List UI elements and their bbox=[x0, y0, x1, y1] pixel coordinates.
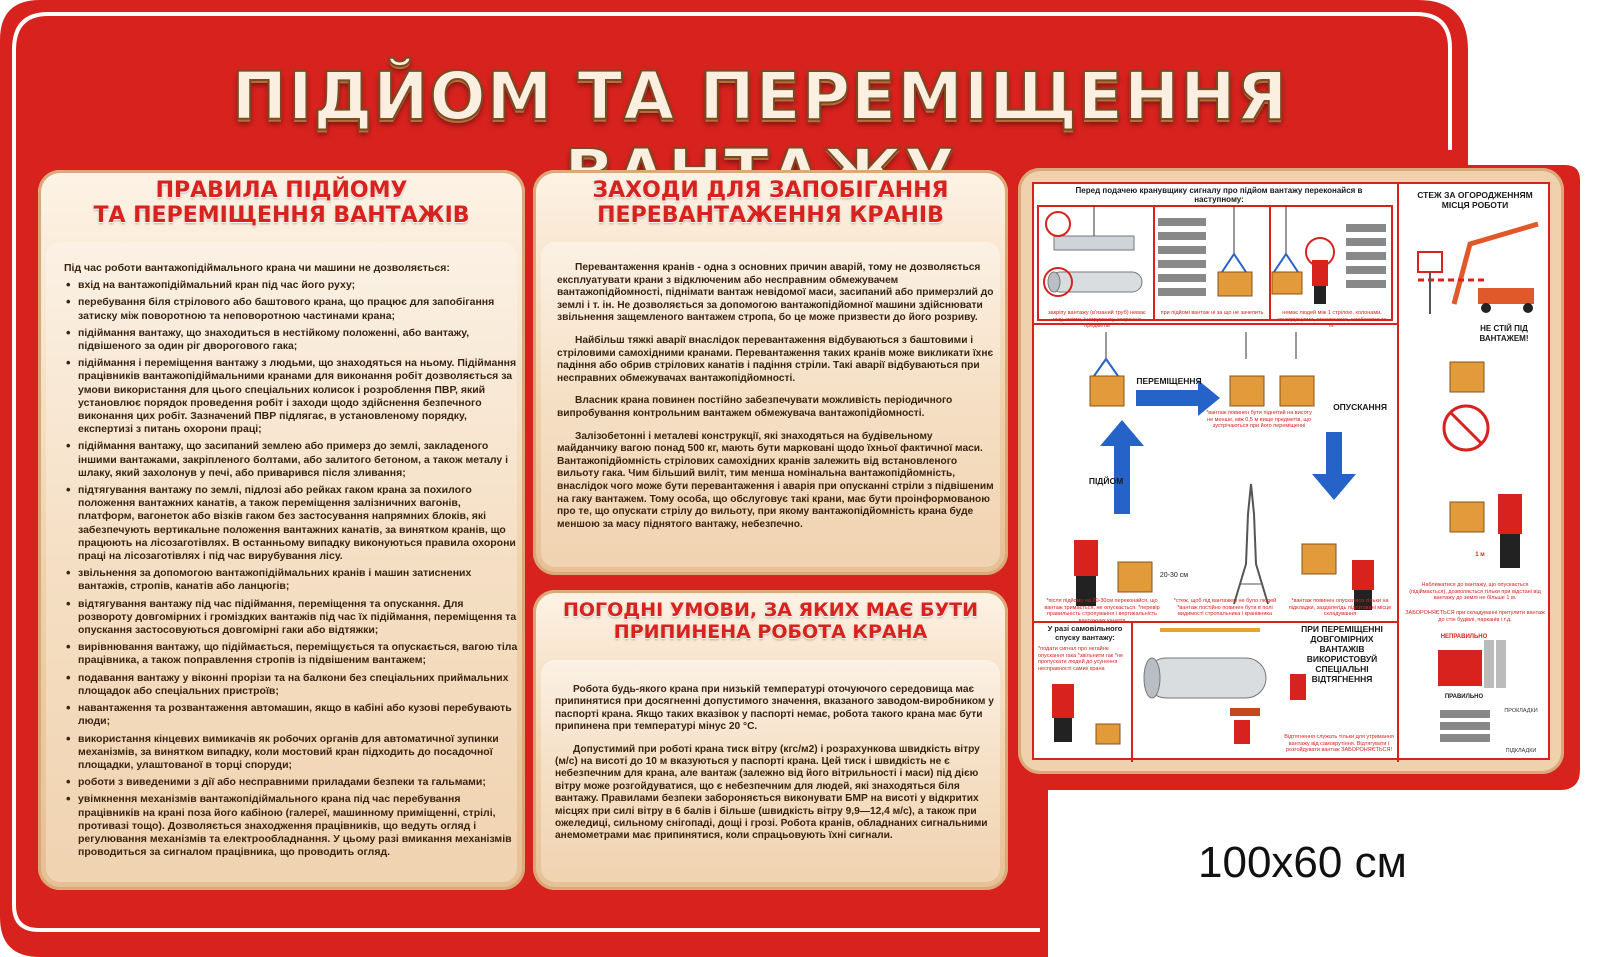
right-column-illustration bbox=[1438, 361, 1522, 742]
overload-paragraph: Найбільш тяжкі аварії внаслідок перевант… bbox=[557, 334, 994, 384]
weather-paragraph: Допустимий при роботі крана тиск вітру (… bbox=[555, 743, 988, 842]
pipe-illustration bbox=[1043, 206, 1143, 297]
overload-paragraph: Залізобетонні і металеві конструкції, як… bbox=[557, 430, 994, 530]
rules-intro: Під час роботи вантажопідіймального кран… bbox=[64, 262, 450, 274]
rules-heading-line1: ПРАВИЛА ПІДЙОМУ bbox=[155, 178, 408, 203]
one-metre-label: 1 м bbox=[1475, 552, 1485, 558]
size-label: 100х60 см bbox=[1198, 838, 1407, 887]
note: ЗАБОРОНЯЄТЬСЯ при складуванні притулити … bbox=[1405, 610, 1545, 623]
fence-heading: СТЕЖ ЗА ОГОРОДЖЕННЯМ МІСЦЯ РОБОТИ bbox=[1417, 190, 1533, 210]
worker-stack-illustration bbox=[1271, 206, 1386, 304]
infographic-panel: Перед подачею кранувщику сигналу про під… bbox=[1018, 168, 1564, 774]
poster-title: ПІДЙОМ ТА ПЕРЕМІЩЕННЯ ВАНТАЖУ bbox=[231, 57, 1289, 213]
weather-heading: ПОГОДНІ УМОВИ, ЗА ЯКИХ МАЄ БУТИ ПРИПИНЕН… bbox=[541, 599, 1000, 644]
stack-illustration bbox=[1158, 206, 1253, 297]
weather-panel: ПОГОДНІ УМОВИ, ЗА ЯКИХ МАЄ БУТИ ПРИПИНЕН… bbox=[533, 590, 1008, 890]
overload-paragraph: Власник крана повинен постійно забезпечу… bbox=[557, 395, 953, 419]
weather-heading-line1: ПОГОДНІ УМОВИ, ЗА ЯКИХ МАЄ БУТИ bbox=[562, 599, 979, 621]
move-label: ПЕРЕМІЩЕННЯ bbox=[1136, 376, 1202, 386]
bottom-row-illustration bbox=[1052, 628, 1306, 745]
rules-panel: ПРАВИЛА ПІДЙОМУ ТА ПЕРЕМІЩЕННЯ ВАНТАЖІВ … bbox=[38, 170, 525, 890]
note: *подати сигнал про негайне опускання гак… bbox=[1038, 646, 1123, 672]
long-loads-heading: ПРИ ПЕРЕМІЩЕННІ ДОВГОМІРНИХ ВАНТАЖІВ ВИК… bbox=[1301, 624, 1383, 684]
note: ПІДКЛАДКИ bbox=[1505, 748, 1537, 754]
overload-heading-line1: ЗАХОДИ ДЛЯ ЗАПОБІГАННЯ bbox=[592, 178, 949, 203]
no-stand-warning: НЕ СТІЙ ПІД ВАНТАЖЕМ! bbox=[1479, 324, 1529, 343]
crane-illustration bbox=[1417, 221, 1539, 314]
weather-body: Робота будь-якого крана при низькій темп… bbox=[555, 684, 995, 853]
right-label: ПРАВИЛЬНО bbox=[1444, 694, 1484, 700]
distance-label: 20-30 см bbox=[1159, 572, 1189, 579]
overload-body-bg bbox=[541, 242, 1000, 567]
infographic-sheet: Перед подачею кранувщику сигналу про під… bbox=[1032, 182, 1550, 762]
note: при підйомі вантаж ні за що не зачепить bbox=[1160, 310, 1264, 316]
lower-label: ОПУСКАННЯ bbox=[1333, 402, 1387, 412]
weather-heading-line2: ПРИПИНЕНА РОБОТА КРАНА bbox=[613, 620, 928, 643]
list-item: підіймання вантажу, що засипаний землею … bbox=[64, 439, 519, 480]
list-item: підіймання вантажу, що знаходиться в нес… bbox=[64, 326, 519, 353]
list-item: підіймання і переміщення вантажу з людьм… bbox=[64, 356, 519, 436]
self-lower-heading: У разі самовільного спуску вантажу: bbox=[1047, 624, 1123, 642]
note: немає людей між 1 стрілою, колонами, кон… bbox=[1277, 310, 1387, 329]
note: *стеж, щоб під вантажем не було людей *в… bbox=[1173, 598, 1277, 617]
note: закріпу вантажу (в'язаний труб) немає га… bbox=[1048, 310, 1146, 329]
weather-body-bg bbox=[541, 660, 1000, 882]
list-item: звільнення за допомогою вантажопідіймаль… bbox=[64, 566, 519, 593]
note: Відтягнення служать тільки для утримання… bbox=[1284, 734, 1394, 753]
list-item: подавання вантажу у віконні прорізи та н… bbox=[64, 671, 519, 698]
list-item: увімкнення механізмів вантажопідіймально… bbox=[64, 792, 519, 859]
flow-illustration bbox=[1074, 332, 1374, 610]
overload-heading-line2: ПЕРЕВАНТАЖЕННЯ КРАНІВ bbox=[597, 203, 944, 229]
note: *вантаж повинен опускатися тільки на під… bbox=[1288, 598, 1392, 617]
rules-heading: ПРАВИЛА ПІДЙОМУ ТА ПЕРЕМІЩЕННЯ ВАНТАЖІВ bbox=[46, 178, 517, 229]
overload-paragraph: Перевантаження кранів - одна з основних … bbox=[557, 262, 994, 324]
note: *після підйому на 20-30см переконайся, щ… bbox=[1044, 598, 1160, 624]
list-item: підтягування вантажу по землі, підлозі а… bbox=[64, 483, 519, 563]
wrong-label: НЕПРАВИЛЬНО bbox=[1440, 634, 1488, 640]
list-item: використання кінцевих вимикачів як робоч… bbox=[64, 732, 519, 773]
list-item: перебування біля стрілового або баштовог… bbox=[64, 295, 519, 322]
rules-list: вхід на вантажопідіймальний кран під час… bbox=[64, 278, 519, 859]
list-item: роботи з виведеними з дії або несправним… bbox=[64, 775, 519, 789]
weather-paragraph: Робота будь-якого крана при низькій темп… bbox=[555, 684, 994, 733]
rules-body: Під час роботи вантажопідіймального кран… bbox=[64, 262, 519, 863]
note: *вантаж повинен бути піднятий на висоту … bbox=[1206, 410, 1312, 429]
note: Наближатися до вантажу, що опускається (… bbox=[1409, 582, 1541, 601]
overload-body: Перевантаження кранів - одна з основних … bbox=[557, 262, 995, 541]
infographic-top-heading: Перед подачею кранувщику сигналу про під… bbox=[1075, 186, 1363, 204]
lift-label: ПІДЙОМ bbox=[1088, 476, 1124, 486]
overload-heading: ЗАХОДИ ДЛЯ ЗАПОБІГАННЯ ПЕРЕВАНТАЖЕННЯ КР… bbox=[541, 178, 1000, 229]
list-item: вирівнювання вантажу, що підіймається, п… bbox=[64, 640, 519, 667]
infographic-drawing bbox=[1034, 184, 1539, 762]
list-item: навантаження та розвантаження автомашин,… bbox=[64, 701, 519, 728]
overload-panel: ЗАХОДИ ДЛЯ ЗАПОБІГАННЯ ПЕРЕВАНТАЖЕННЯ КР… bbox=[533, 170, 1008, 575]
list-item: відтягування вантажу під час підіймання,… bbox=[64, 597, 519, 638]
rules-heading-line2: ТА ПЕРЕМІЩЕННЯ ВАНТАЖІВ bbox=[93, 203, 470, 229]
list-item: вхід на вантажопідіймальний кран під час… bbox=[64, 278, 519, 292]
note: ПРОКЛАДКИ bbox=[1504, 708, 1538, 714]
